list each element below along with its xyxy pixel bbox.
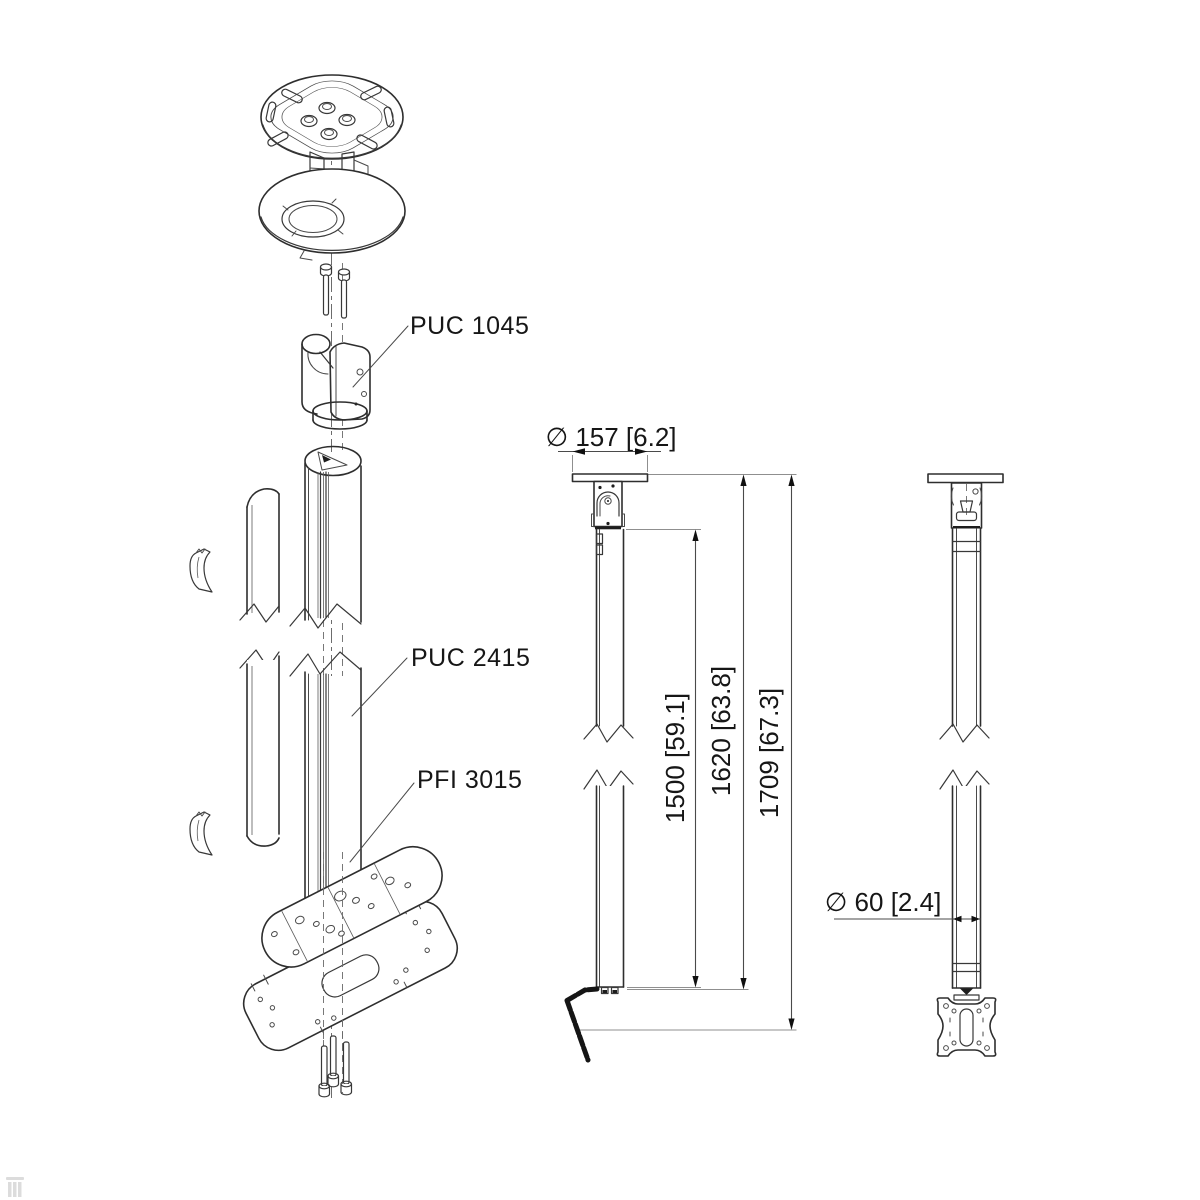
part-labels: PUC 1045 PUC 2415 PFI 3015 — [349, 312, 530, 863]
label-pfi3015: PFI 3015 — [417, 766, 522, 794]
front-vesa-plate — [936, 994, 997, 1057]
exploded-view: PUC 1045 PUC 2415 PFI 3015 — [189, 74, 530, 1098]
dim-height-1709: 1709 [67.3] — [754, 474, 795, 1030]
leader-line-puc2415 — [351, 657, 408, 717]
plate-bolts — [300, 101, 356, 141]
dim-height-1500: 1500 [59.1] — [660, 529, 699, 988]
ceiling-plate-assembly — [258, 74, 406, 261]
connector-puc1045 — [301, 333, 371, 430]
vesa-bracket-pfi3015 — [242, 845, 459, 1060]
dim-plate-diameter: ∅ 157 [6.2] — [545, 422, 677, 455]
watermark — [6, 1177, 24, 1197]
dim-height-1620-text: 1620 [63.8] — [706, 666, 736, 796]
cover-strip — [239, 488, 280, 847]
pole-groove-lines-lower — [317, 673, 329, 901]
front-connector — [950, 482, 983, 529]
front-pole — [939, 527, 990, 995]
label-puc1045: PUC 1045 — [410, 312, 529, 340]
side-connector — [591, 480, 625, 530]
dim-height-1500-text: 1500 [59.1] — [660, 693, 690, 823]
side-view: ∅ 157 [6.2] 1500 [59.1] 1620 [63.8] 1709… — [545, 422, 797, 1063]
side-display-bracket — [564, 986, 600, 1063]
leader-line-pfi3015 — [349, 782, 415, 863]
dim-pole-diameter: ∅ 60 [2.4] — [825, 887, 981, 923]
label-puc2415: PUC 2415 — [411, 644, 530, 672]
front-ceiling-plate — [927, 473, 1004, 484]
dim-plate-diameter-text: ∅ 157 [6.2] — [545, 422, 676, 452]
mounting-screws-top — [319, 263, 351, 319]
strip-clips — [189, 548, 213, 856]
dim-height-1709-text: 1709 [67.3] — [754, 688, 784, 818]
side-extension-lines — [572, 455, 797, 1031]
pole-puc2415 — [289, 445, 362, 921]
pole-groove-lines — [317, 471, 329, 619]
leader-line-puc1045 — [352, 325, 409, 388]
side-ceiling-plate — [571, 473, 649, 483]
cover-disc — [258, 168, 406, 261]
side-pole — [583, 528, 634, 995]
mounting-screws-bottom — [318, 1035, 353, 1098]
plate-slots — [265, 85, 395, 150]
dim-height-1620: 1620 [63.8] — [706, 474, 747, 990]
front-view: ∅ 60 [2.4] — [825, 473, 1004, 1057]
dim-pole-diameter-text: ∅ 60 [2.4] — [825, 887, 942, 917]
